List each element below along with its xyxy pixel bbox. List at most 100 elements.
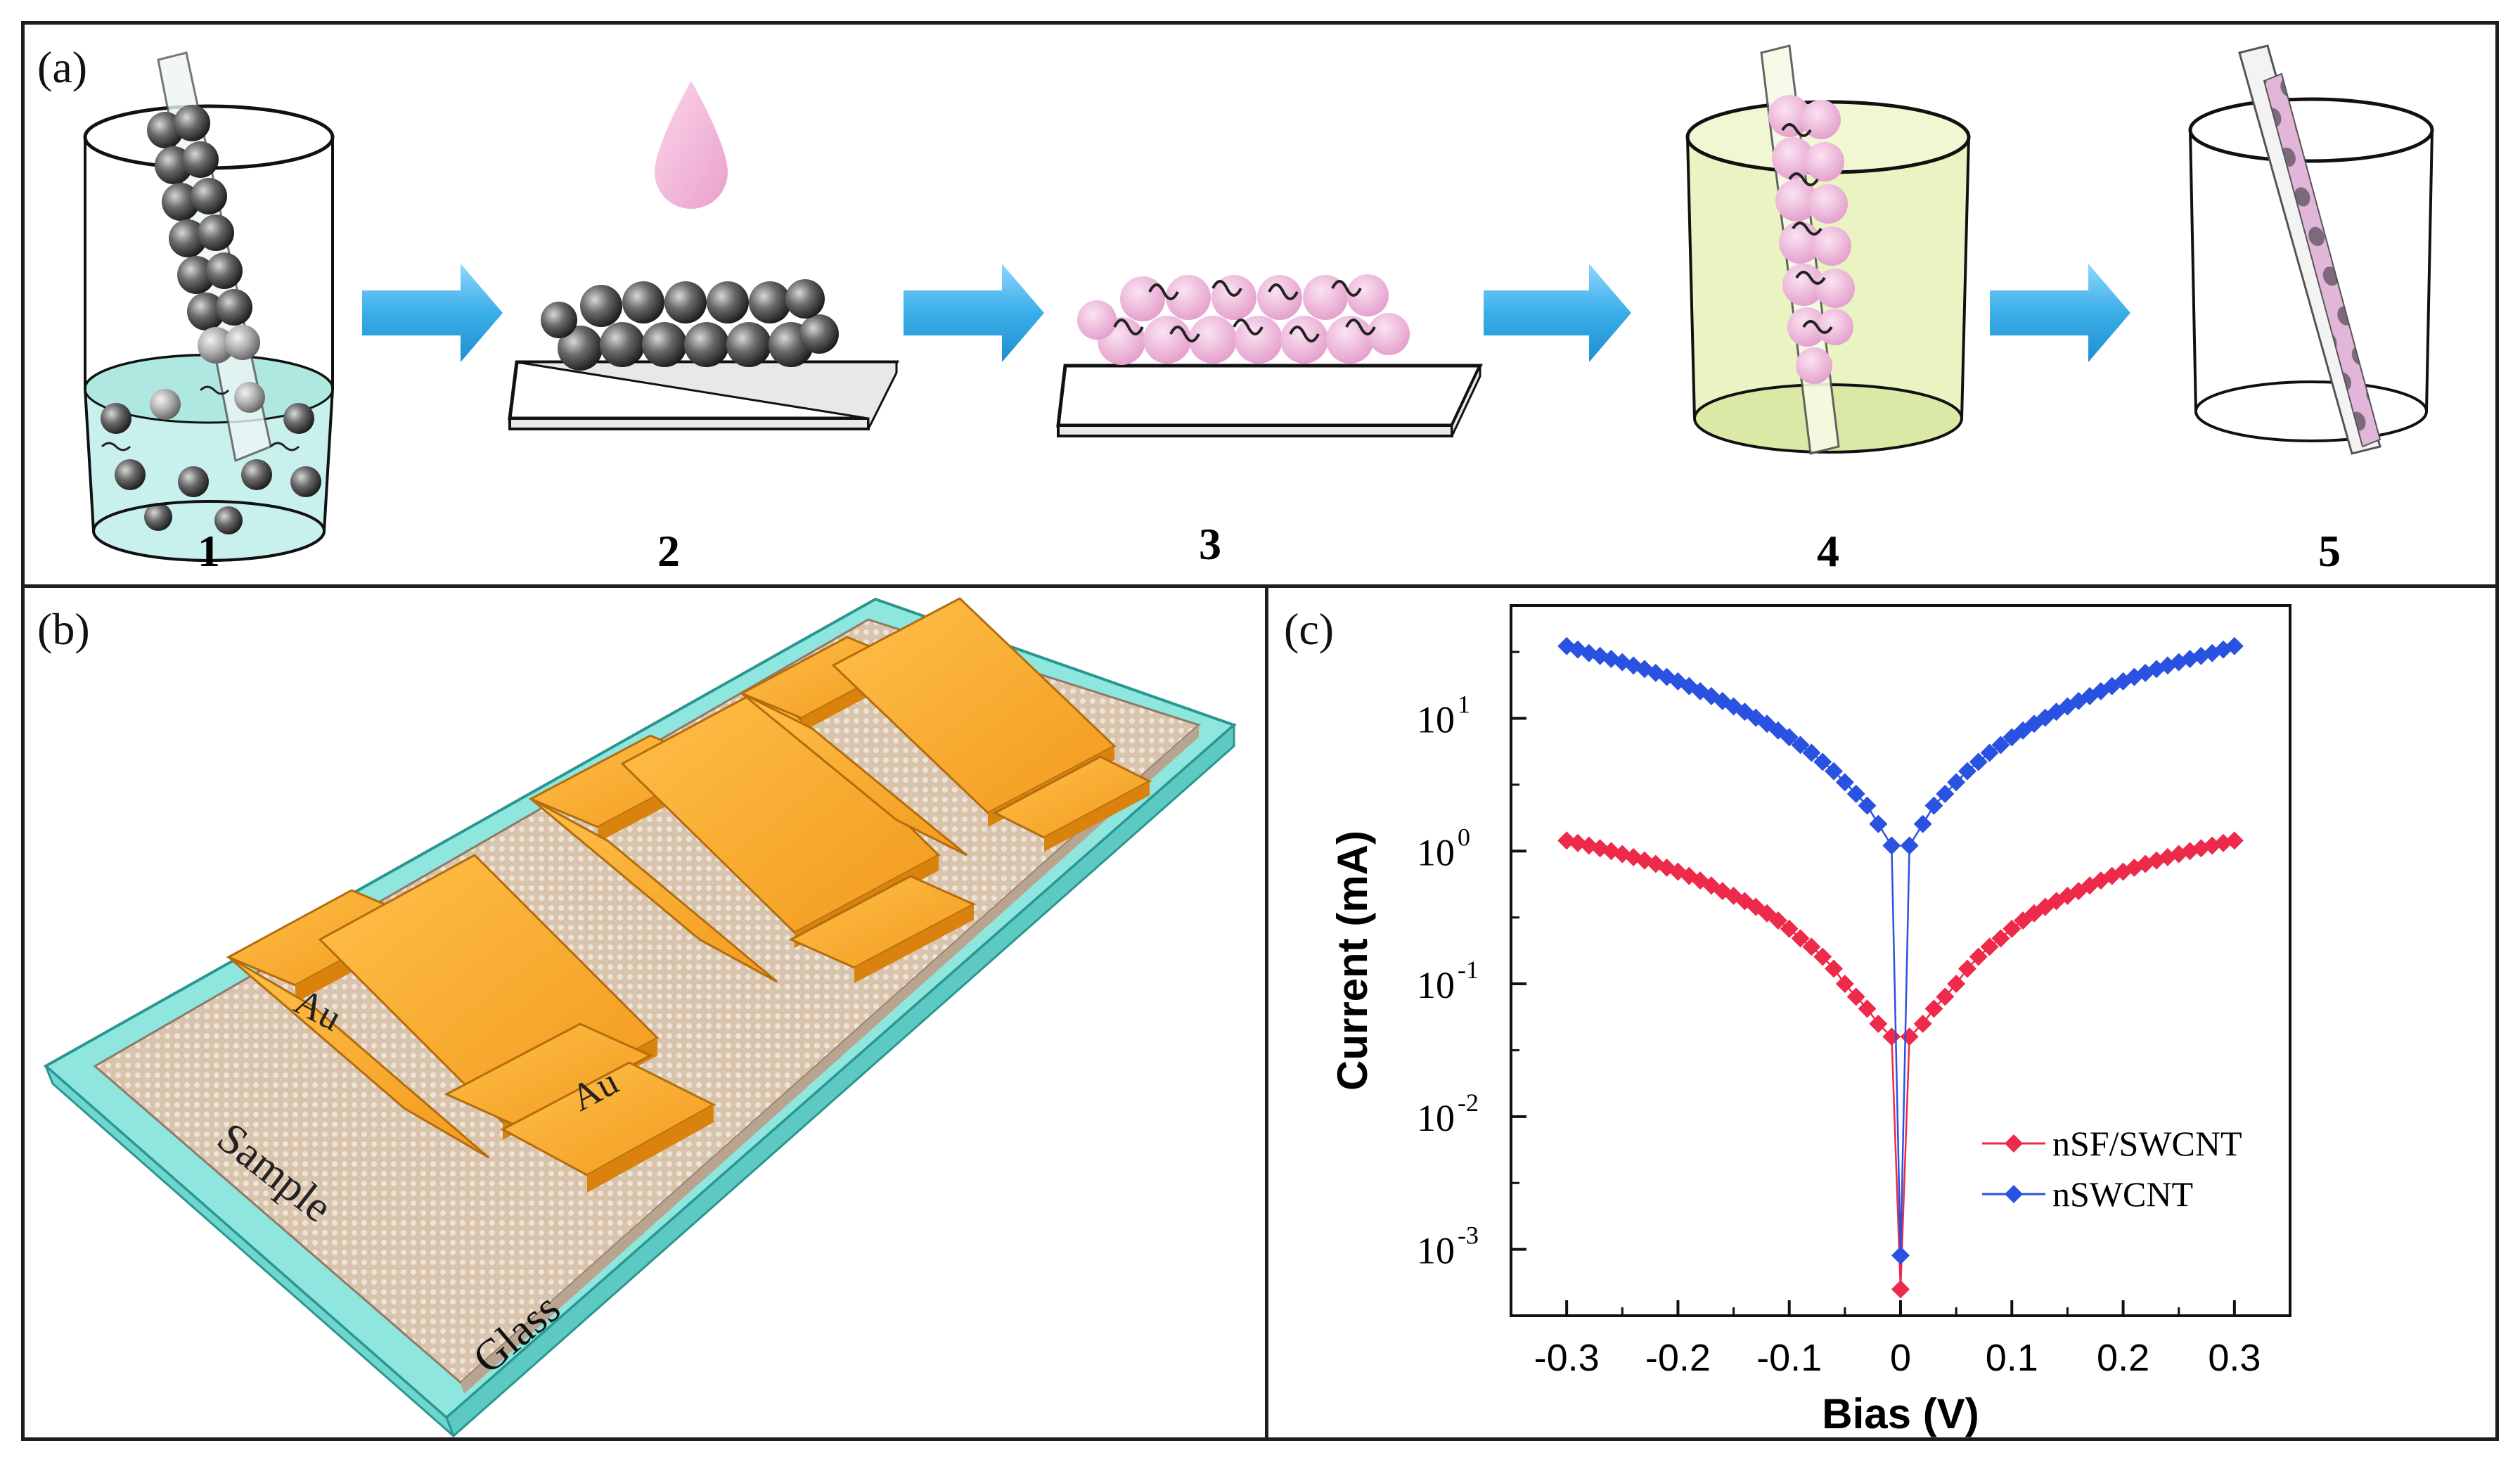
panel-a-canvas: (a) <box>37 42 2434 576</box>
step-number-2: 2 <box>657 526 680 576</box>
data-point <box>1791 929 1810 948</box>
data-point <box>1936 784 1955 803</box>
y-tick-label: 10 <box>1417 1097 1455 1139</box>
data-point <box>1758 904 1777 923</box>
data-point <box>1913 814 1932 833</box>
data-point <box>1846 784 1865 803</box>
data-point <box>1579 643 1598 662</box>
process-arrow-4 <box>1990 264 2130 362</box>
data-point <box>1713 691 1732 710</box>
data-point <box>1835 975 1854 994</box>
y-tick-label: 10 <box>1417 698 1455 740</box>
data-point <box>2180 842 2199 861</box>
data-point <box>1635 851 1654 870</box>
panel-c-label: (c) <box>1284 604 1334 654</box>
x-tick-label: -0.2 <box>1645 1337 1711 1379</box>
y-tick-exponent: -1 <box>1458 956 1479 984</box>
data-point <box>1924 796 1943 815</box>
data-point <box>2214 833 2233 852</box>
data-point <box>1958 959 1976 978</box>
data-point <box>1780 728 1799 747</box>
y-tick-label: 10 <box>1417 831 1455 873</box>
data-point <box>2192 646 2211 665</box>
electrode-pair-3 <box>739 597 1152 857</box>
process-arrow-2 <box>904 264 1044 362</box>
data-point <box>1891 1280 1910 1299</box>
step-number-4: 4 <box>1817 526 1839 576</box>
data-point <box>1590 839 1609 858</box>
data-point <box>1980 937 1999 956</box>
data-point <box>2169 653 2188 672</box>
data-point <box>2047 892 2066 911</box>
x-tick-label: 0.3 <box>2208 1337 2261 1379</box>
data-point <box>2014 911 2033 930</box>
electrode-pair-2 <box>528 685 977 983</box>
data-point <box>2081 686 2100 705</box>
data-point <box>2069 691 2088 710</box>
y-tick-label: 10 <box>1417 1230 1455 1272</box>
data-point <box>1947 773 1966 792</box>
data-point <box>1924 999 1943 1018</box>
data-point <box>1579 836 1598 855</box>
data-point <box>2047 703 2066 722</box>
data-point <box>1846 987 1865 1006</box>
data-point <box>1980 743 1999 762</box>
data-point <box>1825 959 1844 978</box>
beaker-5 <box>2188 44 2434 455</box>
y-tick-exponent: 1 <box>1458 690 1470 718</box>
beaker-1 <box>83 51 335 562</box>
data-point <box>2058 697 2077 716</box>
data-point <box>1768 911 1787 930</box>
data-point <box>1813 947 1832 966</box>
x-tick-label: 0 <box>1890 1337 1911 1379</box>
series-line-1 <box>1566 645 2235 1256</box>
data-point <box>1991 929 2010 948</box>
data-point <box>1657 858 1676 877</box>
x-axis-label: Bias (V) <box>1822 1390 1979 1437</box>
data-point <box>1791 736 1810 755</box>
step-number-3: 3 <box>1199 519 1221 569</box>
data-point <box>1713 882 1732 901</box>
data-point <box>2036 897 2055 916</box>
data-point <box>1780 919 1799 938</box>
data-point <box>1657 667 1676 686</box>
data-point <box>1882 836 1901 855</box>
electrode-pair-1 <box>226 854 716 1193</box>
droplet-step-2 <box>508 81 900 430</box>
data-point <box>2214 640 2233 659</box>
data-point <box>1958 762 1976 781</box>
panel-b-label: (b) <box>37 604 90 654</box>
data-point <box>2081 876 2100 895</box>
data-point <box>1869 814 1888 833</box>
data-point <box>2014 721 2033 740</box>
panel-a-label: (a) <box>37 42 87 92</box>
x-tick-label: 0.2 <box>2097 1337 2149 1379</box>
data-point <box>2225 636 2244 655</box>
data-point <box>1969 752 1988 771</box>
coated-film-step-3 <box>1056 274 1483 437</box>
data-point <box>1936 987 1955 1006</box>
data-point <box>2069 882 2088 901</box>
data-point <box>2203 836 2222 855</box>
data-point <box>1858 999 1877 1018</box>
data-point <box>2180 650 2199 669</box>
y-tick-label: 10 <box>1417 964 1455 1006</box>
data-point <box>2169 845 2188 864</box>
panel-a: (a) <box>21 21 2499 588</box>
data-point <box>1669 672 1688 691</box>
x-tick-label: 0.1 <box>1986 1337 2038 1379</box>
data-point <box>2091 871 2110 890</box>
y-tick-exponent: -2 <box>1458 1089 1479 1117</box>
beaker-4 <box>1685 44 1971 455</box>
data-point <box>2192 839 2211 858</box>
x-tick-label: -0.1 <box>1756 1337 1822 1379</box>
data-point <box>1590 646 1609 665</box>
data-point <box>1869 1014 1888 1033</box>
data-point <box>1813 752 1832 771</box>
data-point <box>1825 762 1844 781</box>
